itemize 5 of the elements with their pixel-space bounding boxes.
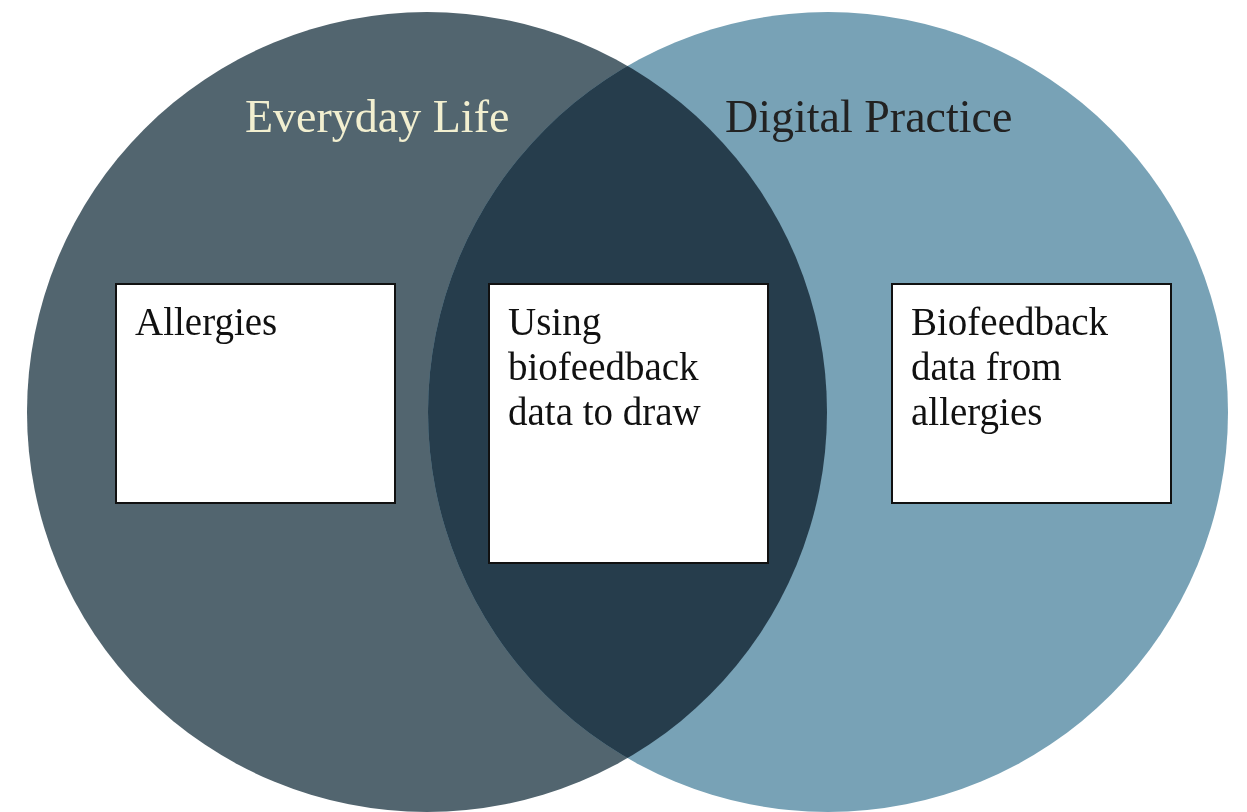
text-box: Allergies xyxy=(115,283,396,504)
text-box: Biofeedback data from allergies xyxy=(891,283,1172,504)
circle-heading: Digital Practice xyxy=(725,94,1013,140)
text-box: Using biofeedback data to draw xyxy=(488,283,769,564)
circle-heading: Everyday Life xyxy=(245,94,510,140)
